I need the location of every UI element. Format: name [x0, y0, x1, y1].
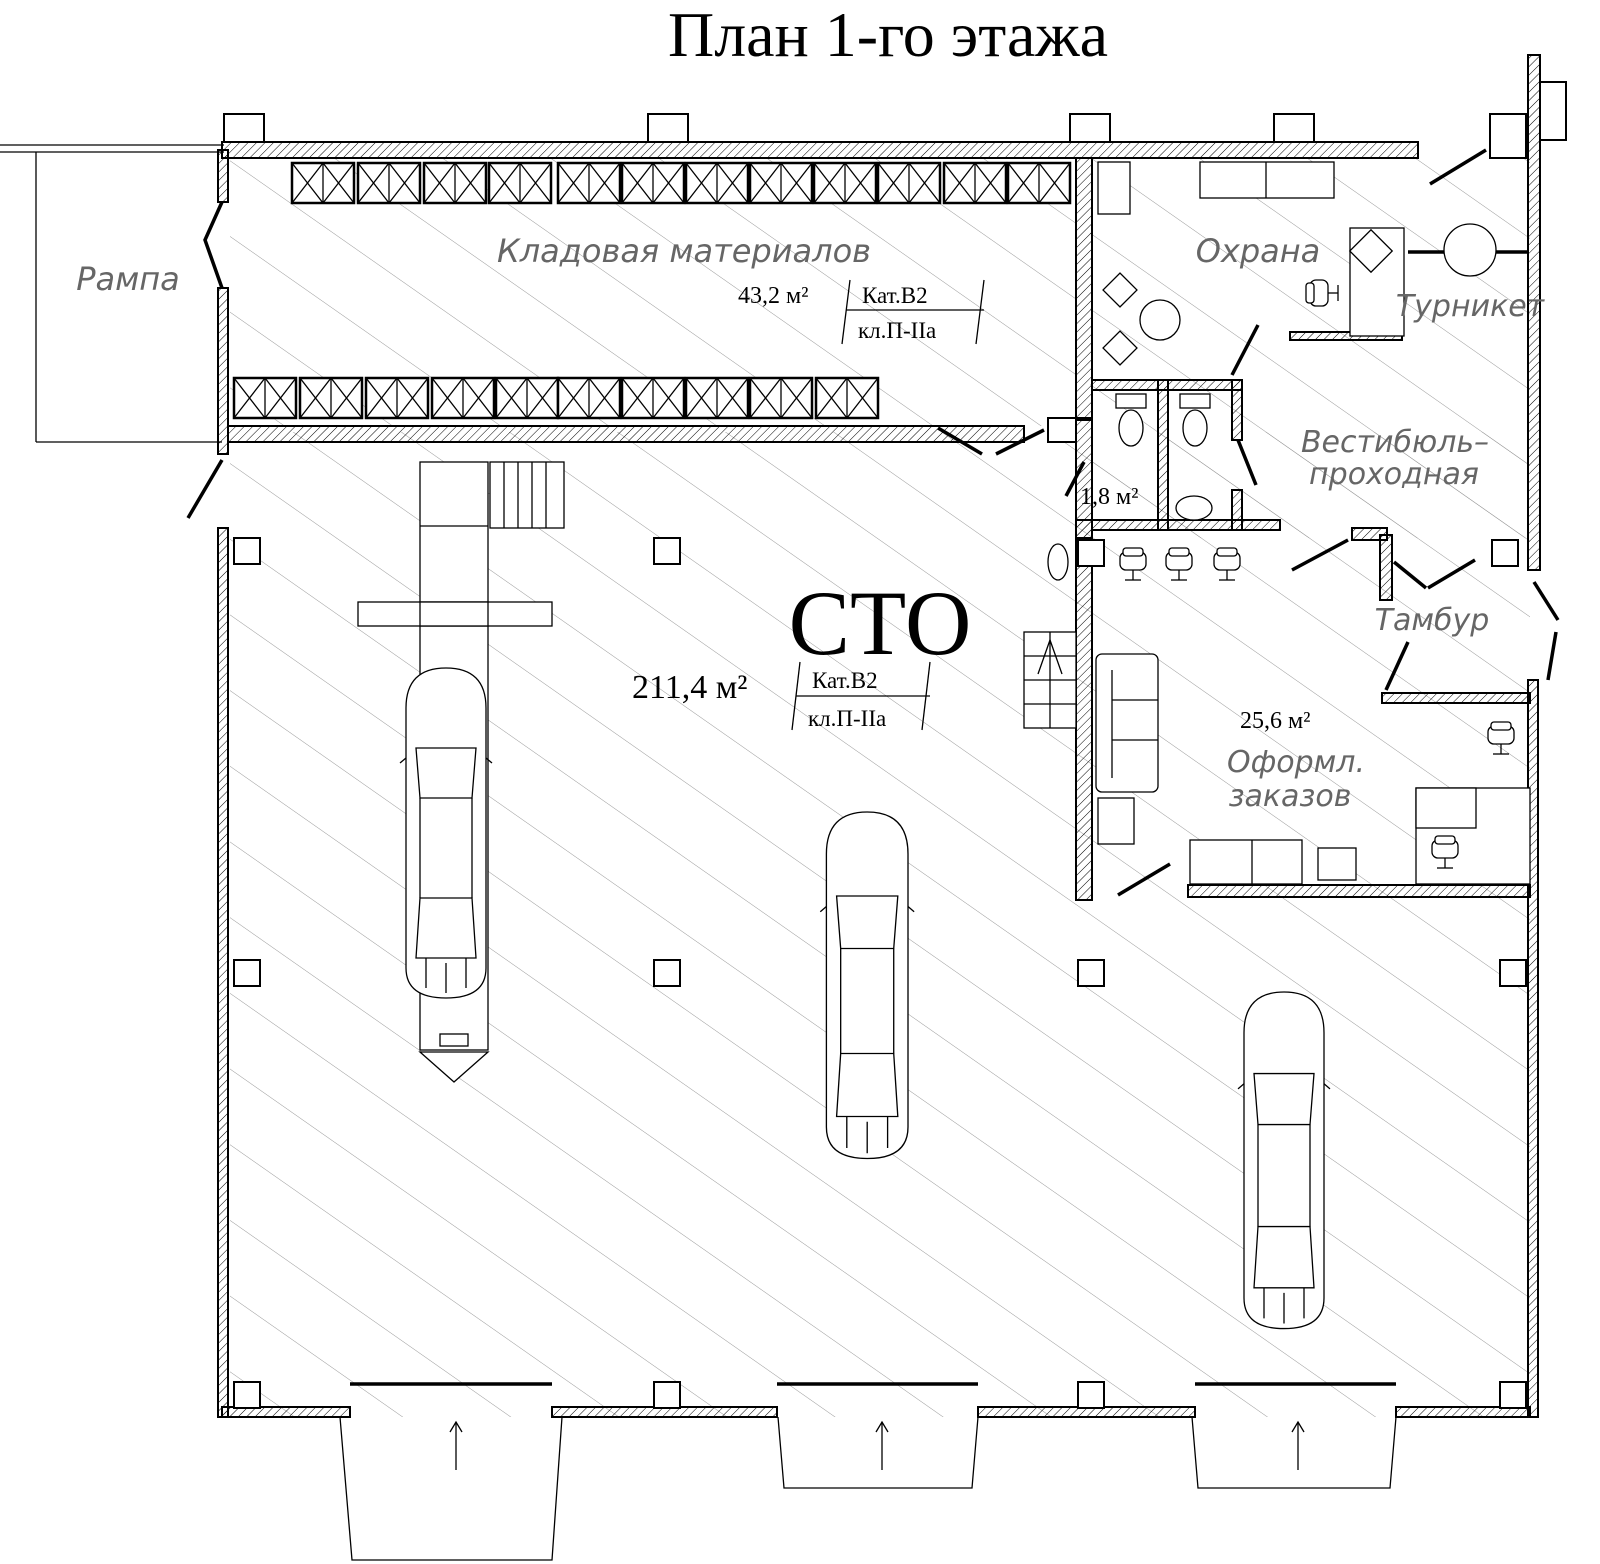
doors: [186, 148, 1560, 897]
room-storage-category: Кат.В2: [862, 283, 928, 308]
order-room-furniture: [1095, 547, 1531, 885]
car-center: [819, 811, 915, 1160]
room-lobby-name-2: проходная: [1309, 457, 1479, 492]
room-service-category: Кат.В2: [812, 668, 878, 693]
room-security-name: Охрана: [1196, 232, 1321, 270]
garage-doors: [339, 1382, 1397, 1561]
room-service-area: 211,4 м²: [632, 669, 747, 706]
columns: [223, 81, 1567, 1409]
room-vestibule-name: Тамбур: [1375, 603, 1490, 638]
room-orders-area: 25,6 м²: [1240, 708, 1310, 734]
car-on-lift: [399, 667, 493, 999]
room-wc-area: 1,8 м²: [1080, 484, 1138, 510]
exterior-walls: [217, 54, 1541, 1418]
internal-stair: [1023, 631, 1077, 729]
room-ramp-name: Рампа: [76, 260, 180, 298]
turnstile-icon: [1443, 223, 1497, 277]
room-orders-name-1: Оформл.: [1227, 745, 1365, 780]
wc-fixtures: [1047, 393, 1213, 581]
room-turnstile-name: Турникет: [1396, 289, 1546, 324]
room-orders-name-2: заказов: [1229, 779, 1352, 814]
plan-title: План 1-го этажа: [668, 0, 1108, 70]
ramp: [0, 144, 224, 443]
car-right: [1237, 991, 1331, 1330]
room-storage-class: кл.П-IIа: [858, 318, 936, 343]
room-storage-area: 43,2 м²: [738, 283, 808, 309]
security-furniture: [1097, 161, 1497, 366]
category-brackets: [791, 279, 985, 731]
room-lobby-name-1: Вестибюль–: [1301, 425, 1489, 460]
room-service-name: СТО: [789, 572, 972, 674]
room-storage-name: Кладовая материалов: [497, 232, 871, 270]
room-service-class: кл.П-IIа: [808, 706, 886, 731]
interior-walls: [227, 157, 1531, 901]
